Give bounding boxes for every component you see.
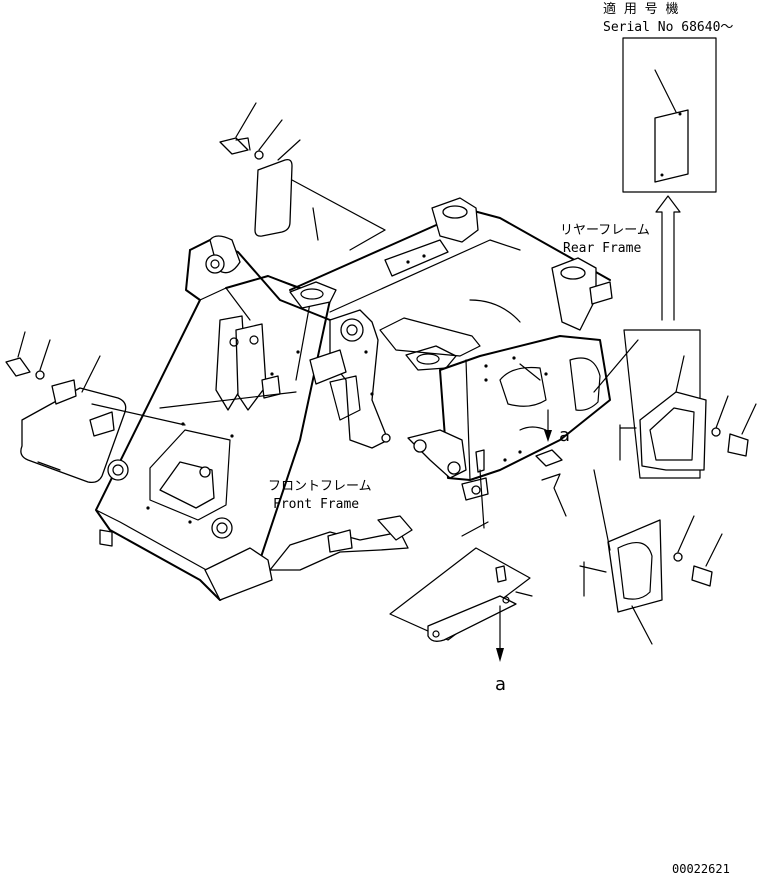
- front-frame-opening: [149, 429, 231, 521]
- washer-icon: [673, 552, 683, 562]
- leader-line: [654, 69, 677, 113]
- bolt-icon: [475, 449, 485, 473]
- rear-frame-body: [439, 335, 611, 481]
- marker-a: a: [495, 674, 506, 695]
- change-arrow: [655, 195, 681, 321]
- top-cover-assembly: [219, 102, 386, 251]
- cover-plate-detail: [654, 109, 689, 183]
- left-cover-plate: [20, 387, 127, 484]
- svg-text:リヤーフレーム: リヤーフレーム: [560, 223, 650, 238]
- washer-icon: [35, 370, 45, 380]
- bolt-icon: [495, 565, 507, 583]
- serial-label-en: Serial No 68640〜: [603, 20, 733, 35]
- right-cover-assembly: [593, 329, 757, 479]
- bolt-icon: [219, 137, 249, 155]
- bolt-icon: [5, 357, 31, 377]
- bolt-icon: [691, 565, 713, 587]
- document-number: 00022621: [672, 862, 730, 876]
- bolt-icon: [727, 433, 749, 457]
- washer-icon: [711, 427, 721, 437]
- link-bar: [427, 595, 517, 642]
- serial-detail-box: [622, 37, 717, 193]
- small-plate: [535, 449, 563, 467]
- front-frame-label: フロントフレーム Front Frame: [268, 479, 372, 512]
- marker-a: a: [559, 425, 570, 446]
- serial-label-jp: 適 用 号 機: [603, 1, 678, 17]
- svg-text:Rear Frame: Rear Frame: [563, 241, 641, 256]
- rear-hinge-post: [431, 197, 479, 243]
- rear-frame: a: [289, 197, 613, 537]
- top-cover-plate: [254, 158, 293, 237]
- washer-icon: [254, 150, 264, 160]
- left-cover-assembly: [5, 331, 186, 484]
- lower-cover-plate: [607, 519, 663, 613]
- center-hinge: [309, 309, 391, 449]
- serial-note: 適 用 号 機 Serial No 68640〜: [603, 1, 733, 35]
- svg-text:フロントフレーム: フロントフレーム: [268, 479, 372, 494]
- lower-cover-assembly: [579, 469, 723, 645]
- lower-bar-assembly: a: [389, 547, 533, 695]
- svg-text:Front Frame: Front Frame: [273, 497, 359, 512]
- rear-frame-label: リヤーフレーム Rear Frame: [560, 223, 650, 256]
